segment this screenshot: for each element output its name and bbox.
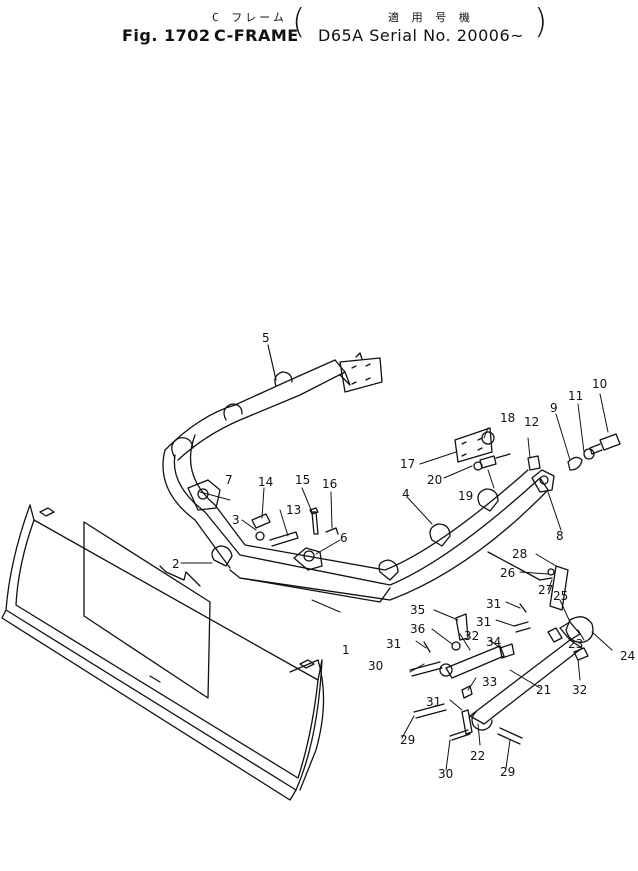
callout-16: 16 (322, 477, 337, 491)
callout-26: 26 (500, 566, 515, 580)
callout-5: 5 (262, 331, 270, 345)
callout-29-right: 29 (500, 765, 515, 779)
serial-range: D65A Serial No. 20006~ (318, 26, 525, 45)
callout-labels: 5 7 2 3 14 13 15 16 6 1 4 17 18 20 19 12… (172, 331, 635, 781)
callout-31-lower: 31 (426, 695, 441, 709)
callout-29-left: 29 (400, 733, 415, 747)
leader-lines (180, 344, 613, 771)
c-frame (162, 352, 555, 603)
dozer-blade (1, 504, 325, 801)
cylinder-link-assembly (409, 551, 594, 745)
callout-18: 18 (500, 411, 515, 425)
callout-9: 9 (550, 401, 558, 415)
callout-27: 27 (538, 583, 553, 597)
callout-2: 2 (172, 557, 180, 571)
callout-6: 6 (340, 531, 348, 545)
callout-25: 25 (553, 589, 568, 603)
callout-1: 1 (342, 643, 350, 657)
callout-21: 21 (536, 683, 551, 697)
callout-19: 19 (458, 489, 473, 503)
callout-32: 32 (572, 683, 587, 697)
callout-12: 12 (524, 415, 539, 429)
open-parenthesis: ( (292, 2, 306, 42)
callout-33: 31 (476, 615, 491, 629)
callout-30-upper: 30 (368, 659, 383, 673)
jp-title: C フレーム (212, 11, 287, 24)
callout-36: 33 (482, 675, 497, 689)
callout-14: 14 (258, 475, 273, 489)
callout-24: 24 (620, 649, 635, 663)
callout-20: 20 (427, 473, 442, 487)
callout-4: 4 (402, 487, 410, 501)
figure-title: C-FRAME (214, 26, 299, 45)
callout-10: 10 (592, 377, 607, 391)
figure-header: C フレーム Fig. 1702 C-FRAME ( 適 用 号 機 D65A … (0, 0, 638, 60)
callout-35: 32 (464, 629, 479, 643)
callout-28: 28 (512, 547, 527, 561)
callout-39: 36 (410, 622, 425, 636)
callout-34: 31 (486, 597, 501, 611)
callout-7: 7 (225, 473, 233, 487)
callout-38: 35 (410, 603, 425, 617)
callout-31-upper: 31 (386, 637, 401, 651)
close-parenthesis: ) (534, 2, 548, 42)
callout-22: 22 (470, 749, 485, 763)
figure-number: Fig. 1702 (122, 26, 211, 45)
callout-3: 3 (232, 513, 240, 527)
callout-11: 11 (568, 389, 583, 403)
callout-8: 8 (556, 529, 564, 543)
callout-15: 15 (295, 473, 310, 487)
right-bracket-hardware (454, 427, 621, 471)
callout-23: 23 (568, 637, 583, 651)
callout-17: 17 (400, 457, 415, 471)
jp-applicable-label: 適 用 号 機 (388, 11, 473, 24)
callout-30-lower: 30 (438, 767, 453, 781)
callout-13: 13 (286, 503, 301, 517)
callout-37: 34 (486, 635, 501, 649)
left-bolt-pin-hardware (251, 507, 339, 547)
